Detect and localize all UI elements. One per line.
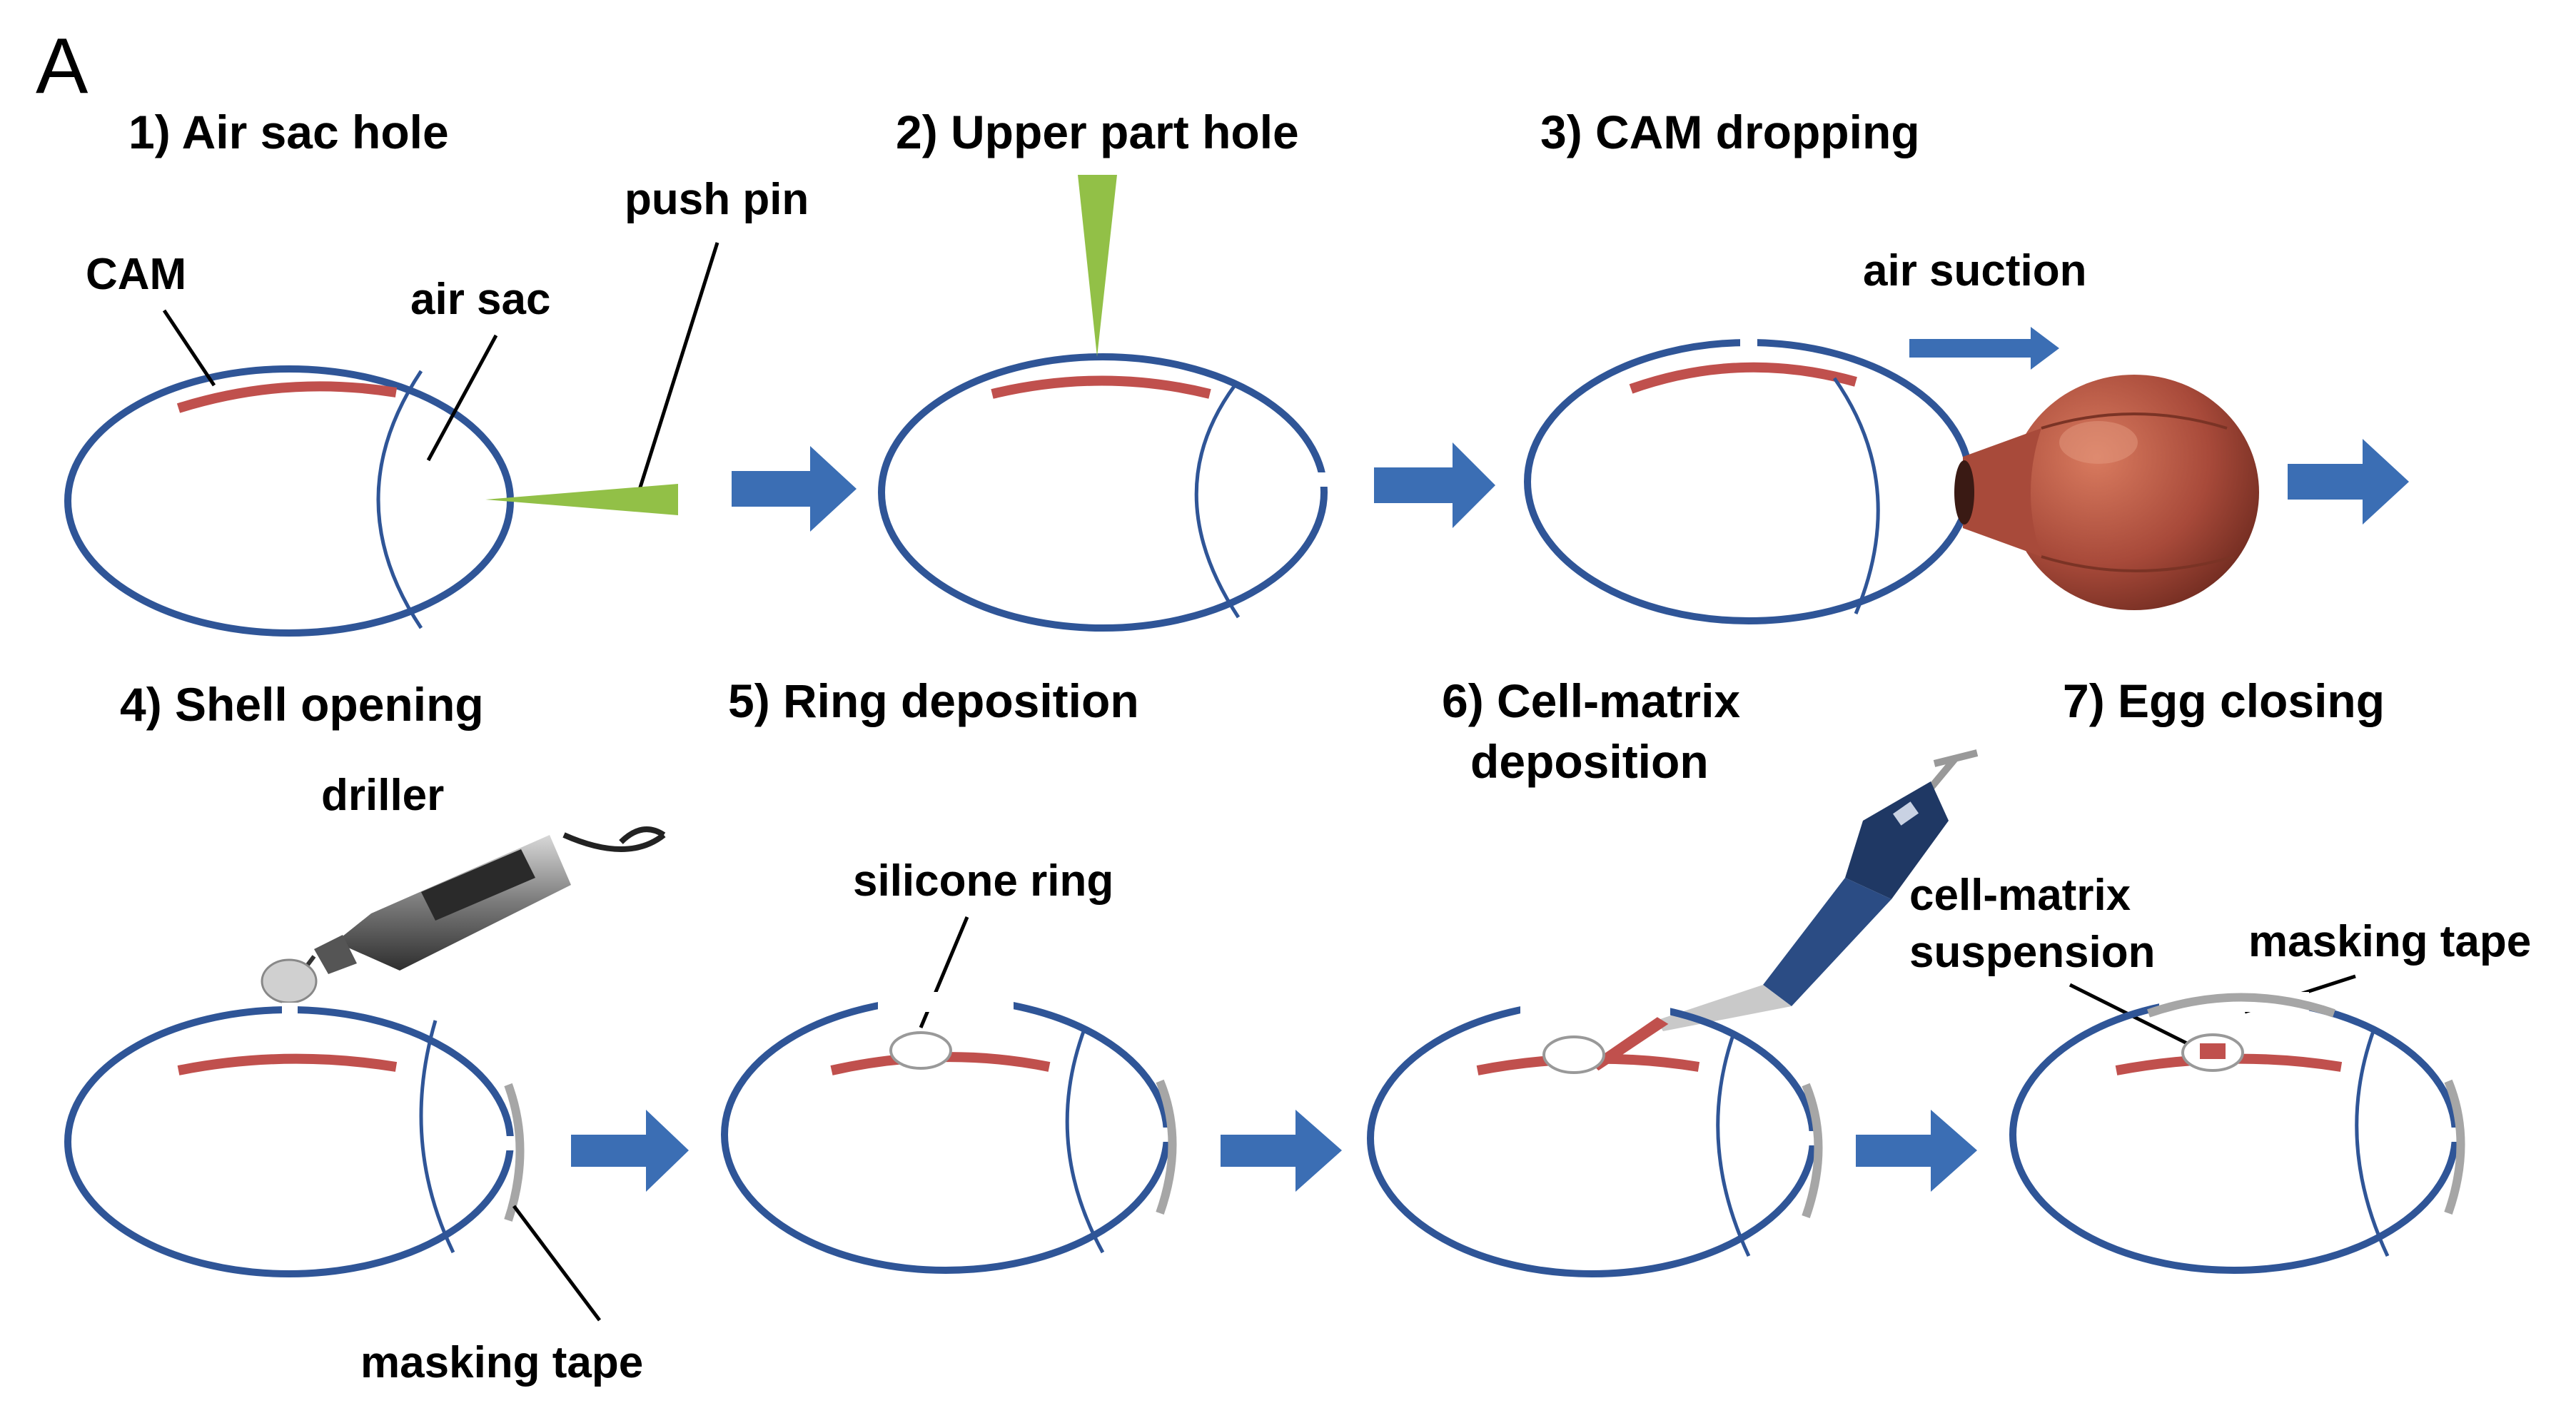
silicone-ring-label: silicone ring [853, 856, 1113, 906]
step-6-egg [1367, 996, 1823, 1277]
step-6-title: 6) Cell-matrix [1442, 674, 1740, 727]
air-sac-leader-line [426, 334, 498, 462]
step-1-title: 1) Air sac hole [128, 106, 449, 158]
masking-tape-leader-line [512, 1205, 601, 1322]
air-suction-label: air suction [1863, 246, 2087, 295]
push-pin-icon [485, 484, 678, 515]
arrow-4-to-5 [571, 1110, 689, 1192]
air-suction-arrow [1909, 327, 2059, 370]
step-5-egg [721, 992, 1177, 1274]
cell-matrix-suspension [2200, 1043, 2226, 1059]
masking-tape-label-2: masking tape [2248, 917, 2531, 966]
push-pin-leader-line [633, 242, 719, 504]
drill-icon [261, 826, 666, 1004]
step-7-egg [2009, 992, 2465, 1274]
cam-label: CAM [86, 250, 186, 299]
driller-label: driller [321, 771, 444, 820]
cam-leader-line [162, 309, 216, 387]
arrow-6-to-7 [1856, 1110, 1977, 1192]
step-1-egg [64, 365, 514, 637]
step-6-title-line2: deposition [1470, 735, 1709, 788]
silicone-ring-6 [1542, 1035, 1605, 1074]
step-4-egg [64, 1003, 525, 1277]
arrow-1-to-2 [732, 446, 857, 532]
panel-label: A [36, 22, 89, 110]
rubber-bulb-icon [1954, 375, 2259, 610]
step-2-title: 2) Upper part hole [896, 106, 1299, 158]
step-3-title: 3) CAM dropping [1540, 106, 1920, 158]
step-3-egg [1524, 335, 1974, 624]
masking-tape-label: masking tape [360, 1338, 643, 1387]
step-4-title: 4) Shell opening [120, 678, 484, 731]
suspension-label: suspension [1909, 928, 2156, 977]
step-2-egg [878, 353, 1333, 632]
air-sac-label: air sac [410, 275, 551, 324]
push-pin-label: push pin [625, 175, 809, 224]
arrow-2-to-3 [1374, 442, 1495, 528]
step-7-title: 7) Egg closing [2063, 674, 2385, 727]
upper-push-pin-icon [1078, 175, 1117, 357]
arrow-3-to-4 [2288, 439, 2409, 525]
step-5-title: 5) Ring deposition [728, 674, 1139, 727]
arrow-5-to-6 [1221, 1110, 1342, 1192]
silicone-ring [889, 1031, 952, 1070]
cell-matrix-label: cell-matrix [1909, 871, 2131, 920]
